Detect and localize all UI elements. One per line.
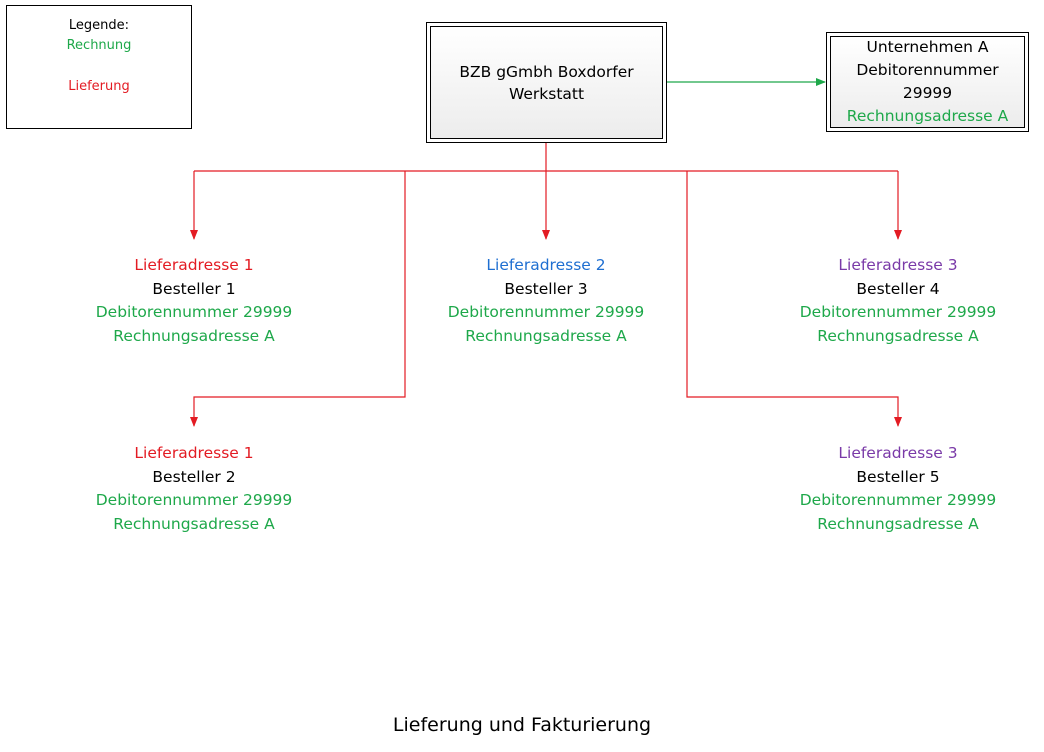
debitor: Debitorennummer 29999 <box>95 491 293 509</box>
delivery-address: Lieferadresse 1 <box>134 256 254 274</box>
billing-address: Rechnungsadresse A <box>817 514 979 533</box>
delivery-address: Lieferadresse 3 <box>838 256 958 274</box>
company-name: Unternehmen A <box>866 38 989 56</box>
delivery-node-4: Lieferadresse 3 Besteller 4 Debitorennum… <box>768 254 1028 348</box>
billing-address: Rechnungsadresse A <box>113 326 275 345</box>
company-billing: Rechnungsadresse A <box>846 107 1009 125</box>
main-node-label: BZB gGmbh Boxdorfer Werkstatt <box>459 62 634 103</box>
orderer: Besteller 5 <box>856 467 940 486</box>
billing-address: Rechnungsadresse A <box>113 514 275 533</box>
orderer: Besteller 4 <box>856 279 940 298</box>
debitor: Debitorennummer 29999 <box>799 303 997 321</box>
delivery-branch-2 <box>190 171 406 427</box>
diagram-caption: Lieferung und Fakturierung <box>392 714 652 736</box>
delivery-node-3: Lieferadresse 2 Besteller 3 Debitorennum… <box>416 254 676 348</box>
debitor: Debitorennummer 29999 <box>95 303 293 321</box>
legend-rechnung-label: Rechnung <box>66 38 132 53</box>
company-debitor-label: Debitorennummer <box>856 61 999 79</box>
billing-address: Rechnungsadresse A <box>817 326 979 345</box>
orderer: Besteller 1 <box>152 279 236 298</box>
delivery-node-2: Lieferadresse 1 Besteller 2 Debitorennum… <box>64 442 324 536</box>
company-node: Unternehmen A Debitorennummer 29999 Rech… <box>826 32 1029 132</box>
delivery-branch-5 <box>686 171 902 427</box>
legend-title: Legende: <box>68 18 130 33</box>
debitor: Debitorennummer 29999 <box>447 303 645 321</box>
legend-lieferung-label: Lieferung <box>68 79 130 94</box>
orderer: Besteller 2 <box>152 467 236 486</box>
delivery-address: Lieferadresse 1 <box>134 444 254 462</box>
debitor: Debitorennummer 29999 <box>799 491 997 509</box>
delivery-address: Lieferadresse 2 <box>486 256 606 274</box>
company-debitor-number: 29999 <box>902 84 953 102</box>
legend-box: Legende: Rechnung Lieferung <box>6 5 192 129</box>
main-node: BZB gGmbh Boxdorfer Werkstatt <box>426 22 667 143</box>
billing-address: Rechnungsadresse A <box>465 326 627 345</box>
delivery-node-5: Lieferadresse 3 Besteller 5 Debitorennum… <box>768 442 1028 536</box>
orderer: Besteller 3 <box>504 279 588 298</box>
delivery-address: Lieferadresse 3 <box>838 444 958 462</box>
delivery-node-1: Lieferadresse 1 Besteller 1 Debitorennum… <box>64 254 324 348</box>
